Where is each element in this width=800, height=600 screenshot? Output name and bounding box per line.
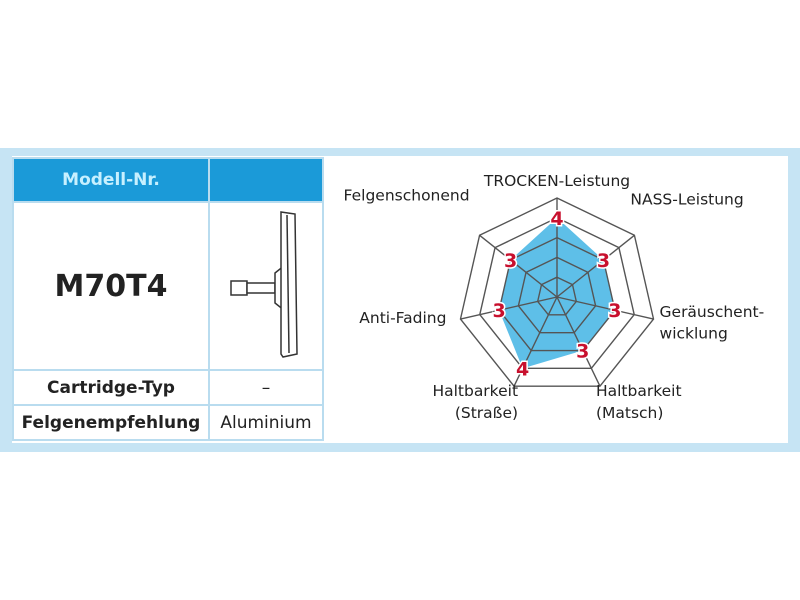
radar-chart: 4333433TROCKEN-LeistungNASS-LeistungGerä… bbox=[344, 172, 765, 422]
value-label: 3 bbox=[608, 300, 621, 322]
brake-pad-icon bbox=[230, 211, 298, 358]
value-label: 4 bbox=[550, 208, 563, 230]
axis-label: Geräuschent-wicklung bbox=[660, 303, 765, 343]
rim-recommendation-label: Felgenempfehlung bbox=[12, 404, 210, 441]
rim-recommendation-value: Aluminium bbox=[208, 404, 324, 441]
axis-line bbox=[479, 234, 558, 298]
axis-line bbox=[556, 296, 654, 320]
axis-line bbox=[556, 234, 635, 298]
value-label: 3 bbox=[504, 250, 517, 272]
grid-ring-2 bbox=[517, 256, 597, 334]
axis-line bbox=[460, 296, 558, 320]
brake-pad-image bbox=[208, 201, 324, 371]
axis-line bbox=[556, 296, 601, 387]
cartridge-type-label: Cartridge-Typ bbox=[12, 369, 210, 406]
axis-label: TROCKEN-Leistung bbox=[483, 172, 630, 190]
grid-ring-1 bbox=[536, 276, 578, 316]
value-label: 3 bbox=[597, 250, 610, 272]
axis-label: Haltbarkeit(Straße) bbox=[432, 382, 518, 422]
axis-label: Anti-Fading bbox=[359, 309, 446, 327]
axis-label: Haltbarkeit(Matsch) bbox=[596, 382, 682, 422]
value-label: 3 bbox=[576, 341, 589, 363]
grid-ring-5 bbox=[459, 197, 655, 387]
value-label: 4 bbox=[516, 358, 529, 380]
axis-label: Felgenschonend bbox=[344, 186, 470, 204]
model-header: Modell-Nr. bbox=[12, 157, 210, 203]
axis-label: NASS-Leistung bbox=[630, 190, 743, 208]
grid-ring-4 bbox=[479, 217, 635, 370]
model-number: M70T4 bbox=[12, 201, 210, 371]
grid-ring-3 bbox=[498, 236, 616, 352]
cartridge-type-value: – bbox=[208, 369, 324, 406]
spec-table: Modell-Nr. M70T4 Cartridge-Typ – Felgene… bbox=[12, 157, 324, 441]
axis-line bbox=[513, 296, 558, 387]
image-header bbox=[208, 157, 324, 203]
value-label: 3 bbox=[492, 300, 505, 322]
